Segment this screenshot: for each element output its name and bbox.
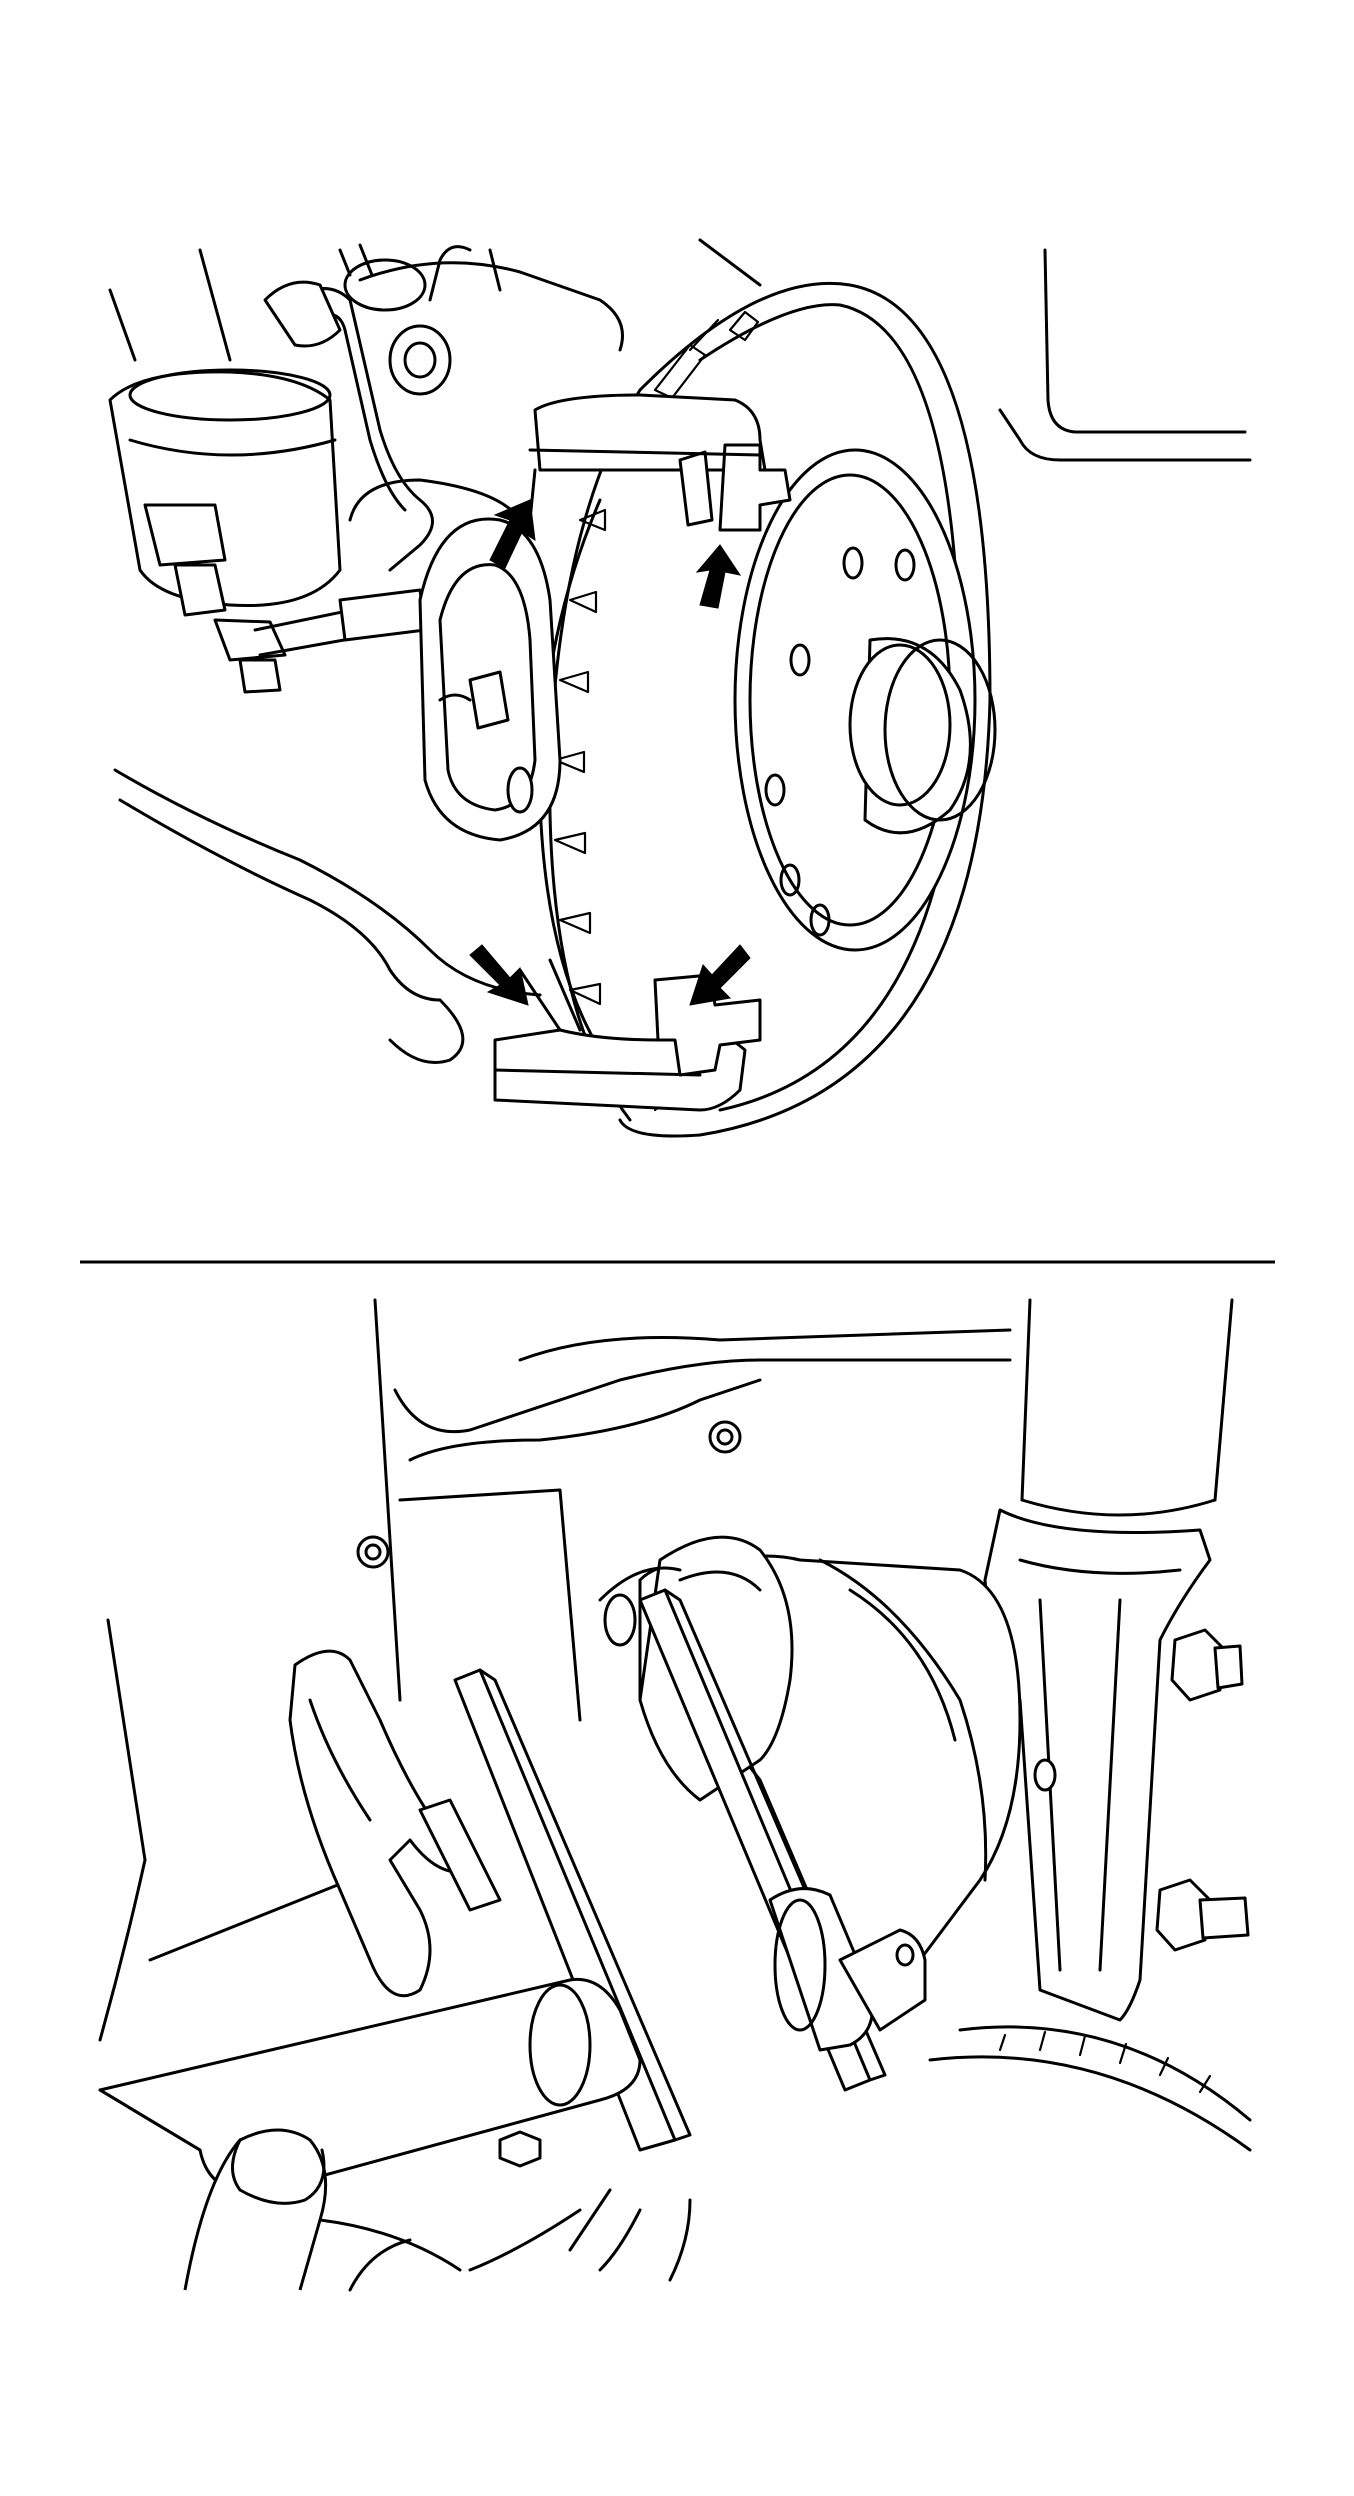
top-panel-brake-assembly — [110, 240, 1250, 1136]
hub-assembly — [735, 450, 995, 950]
steering-knuckle — [350, 480, 560, 840]
callout-arrows — [470, 500, 750, 1005]
arrow-upper-left-icon — [490, 500, 535, 568]
nut-icon — [500, 2132, 540, 2166]
bushing-removal-tool — [100, 1590, 925, 2192]
strut-tube — [985, 1300, 1248, 2020]
strut-and-ball-joint — [110, 250, 440, 692]
chassis-outline — [360, 240, 1250, 460]
bottom-panel-bushing-removal — [100, 1300, 1250, 2290]
brake-hose — [265, 245, 450, 570]
arrow-lower-left-icon — [470, 945, 528, 1005]
hand — [185, 2130, 690, 2290]
arrow-lower-right-icon — [690, 945, 750, 1005]
caliper-bracket-lower — [495, 960, 760, 1110]
arrow-upper-right-icon — [697, 545, 740, 608]
wheel-studs — [766, 548, 914, 935]
strut-bolts — [1157, 1630, 1248, 1950]
bushing-housing — [600, 1537, 1055, 1992]
caliper-bracket — [530, 395, 790, 530]
lower-arm — [115, 770, 540, 1063]
wheel-edge — [930, 2027, 1250, 2150]
